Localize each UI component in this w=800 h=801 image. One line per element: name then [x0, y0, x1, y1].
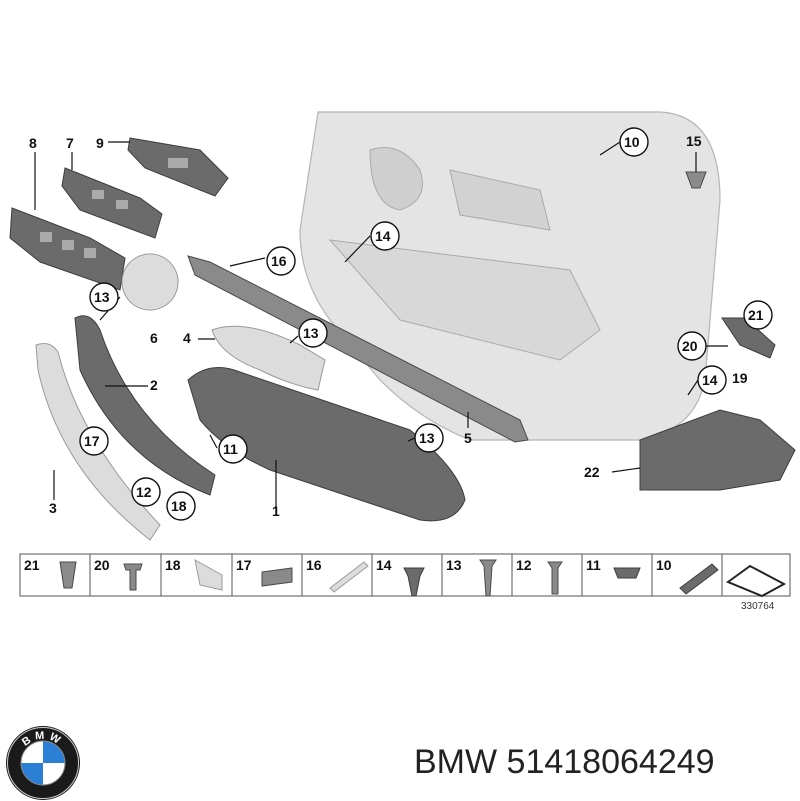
- callout-20: 20: [677, 331, 707, 361]
- svg-text:20: 20: [682, 338, 698, 354]
- callout-7: 7: [66, 135, 74, 151]
- trim-strip-part: [187, 255, 529, 443]
- svg-text:2: 2: [150, 377, 158, 393]
- strip-label-20: 20: [94, 557, 110, 573]
- strip-label-17: 17: [236, 557, 252, 573]
- svg-text:9: 9: [96, 135, 104, 151]
- part-number-label: BMW 51418064249: [414, 743, 715, 782]
- svg-text:12: 12: [136, 484, 152, 500]
- callout-4: 4: [183, 330, 191, 346]
- switch-panel-9: [127, 137, 229, 197]
- strip-label-18: 18: [165, 557, 181, 573]
- svg-text:17: 17: [84, 433, 100, 449]
- clip-15: [685, 171, 707, 189]
- svg-text:7: 7: [66, 135, 74, 151]
- svg-text:21: 21: [748, 307, 764, 323]
- svg-text:6: 6: [150, 330, 158, 346]
- callout-2: 2: [150, 377, 158, 393]
- callout-18: 18: [166, 491, 196, 521]
- svg-text:13: 13: [94, 289, 110, 305]
- svg-text:18: 18: [171, 498, 187, 514]
- svg-text:5: 5: [464, 430, 472, 446]
- callout-9: 9: [96, 135, 104, 151]
- callout-6: 6: [150, 330, 158, 346]
- callout-19: 19: [732, 370, 748, 386]
- fastener-strip: 21 20 18 17 16 14 13 12 11 10: [19, 553, 791, 598]
- callout-14b: 14: [697, 365, 727, 395]
- strip-label-11: 11: [586, 557, 601, 573]
- brand-name: BMW: [414, 743, 498, 781]
- svg-text:11: 11: [223, 441, 238, 457]
- svg-text:14: 14: [375, 228, 391, 244]
- svg-text:13: 13: [303, 325, 319, 341]
- svg-text:16: 16: [271, 253, 287, 269]
- svg-text:4: 4: [183, 330, 191, 346]
- callout-11: 11: [218, 434, 248, 464]
- strip-label-12: 12: [516, 557, 532, 573]
- svg-text:22: 22: [584, 464, 600, 480]
- callout-21: 21: [743, 300, 773, 330]
- callout-10: 10: [619, 127, 649, 157]
- svg-text:1: 1: [272, 503, 280, 519]
- svg-text:3: 3: [49, 500, 57, 516]
- callout-12: 12: [131, 477, 161, 507]
- switch-panel-7: [61, 167, 163, 239]
- strip-label-21: 21: [24, 557, 40, 573]
- callout-13a: 13: [89, 282, 119, 312]
- svg-text:15: 15: [686, 133, 702, 149]
- carrier-part: [74, 315, 216, 496]
- svg-text:14: 14: [702, 372, 718, 388]
- door-handle-part: [211, 325, 326, 391]
- callout-22: 22: [584, 464, 600, 480]
- svg-text:10: 10: [624, 134, 640, 150]
- callout-14a: 14: [370, 221, 400, 251]
- callout-13c: 13: [414, 423, 444, 453]
- bracket-part: [639, 409, 796, 491]
- switch-panel-8: [9, 207, 126, 291]
- diagram-ref-number: 330764: [741, 601, 775, 612]
- strip-label-13: 13: [446, 557, 462, 573]
- callout-5: 5: [464, 430, 472, 446]
- callout-15: 15: [686, 133, 702, 149]
- strip-label-10: 10: [656, 557, 672, 573]
- strip-label-14: 14: [376, 557, 392, 573]
- part-19-20-21: [721, 317, 776, 359]
- callout-3: 3: [49, 500, 57, 516]
- part-number: 51418064249: [506, 743, 715, 781]
- callout-16: 16: [266, 246, 296, 276]
- callout-1: 1: [272, 503, 280, 519]
- svg-text:13: 13: [419, 430, 435, 446]
- door-panel-part: [299, 111, 721, 441]
- bmw-logo: BMW: [6, 726, 80, 800]
- trim-bar-part: [35, 343, 161, 541]
- svg-text:8: 8: [29, 135, 37, 151]
- speaker-cover-part: [121, 253, 179, 311]
- callout-13b: 13: [298, 318, 328, 348]
- callout-17: 17: [79, 426, 109, 456]
- strip-label-16: 16: [306, 557, 322, 573]
- callout-8: 8: [29, 135, 37, 151]
- svg-text:19: 19: [732, 370, 748, 386]
